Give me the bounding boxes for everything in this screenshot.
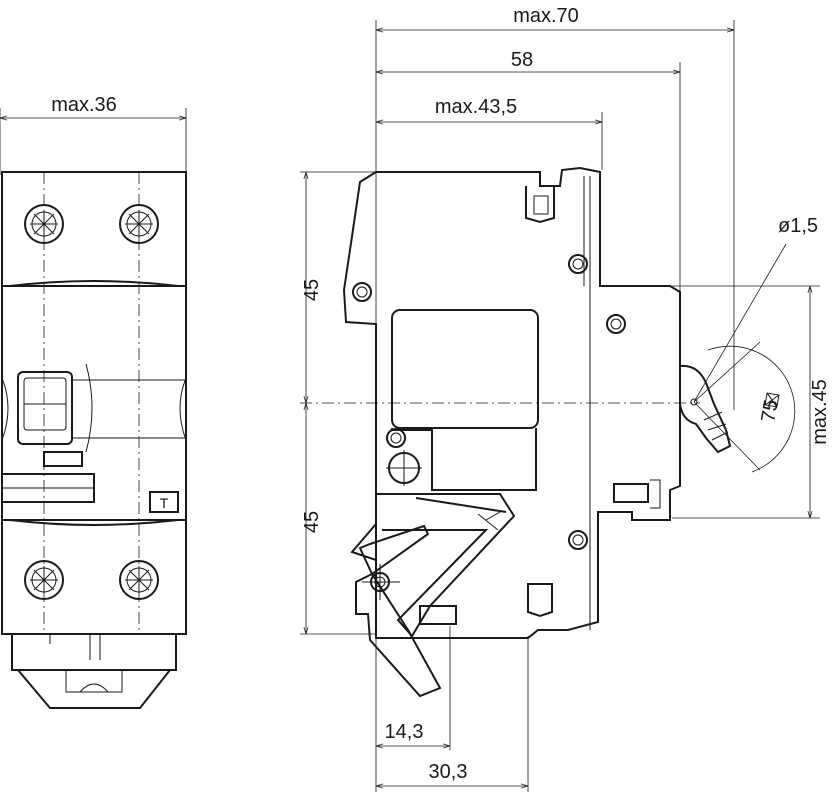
dim-label-offset-14-3: 14,3: [385, 721, 424, 743]
dim-label-depth-max43-5: max.43,5: [435, 96, 517, 118]
side-view: max.70 58 max.43,5 45 45 max.45: [300, 5, 831, 792]
test-button-label: T: [160, 495, 169, 511]
mounting-hole-icon: [386, 428, 406, 448]
mounting-hole-icon: [352, 282, 372, 302]
dim-label-width-front: max.36: [51, 94, 117, 116]
mounting-hole-icon: [606, 314, 626, 334]
front-view: max.36: [0, 94, 187, 709]
terminal-screw-icon: [24, 560, 64, 600]
din-latch: [350, 493, 516, 698]
dim-label-height-upper: 45: [301, 279, 323, 301]
leader-hole: [693, 243, 787, 403]
front-body: [1, 171, 187, 635]
mounting-hole-icon: [386, 450, 422, 486]
mounting-hole-icon: [568, 530, 588, 550]
dim-label-height-right: max.45: [809, 379, 831, 445]
dim-label-offset-30-3: 30,3: [429, 761, 468, 783]
dim-label-hole-diameter: ø1,5: [778, 215, 818, 237]
toggle-handle: [679, 364, 732, 454]
dim-label-depth-58: 58: [511, 49, 533, 71]
slot: [613, 483, 649, 503]
din-clip: [11, 634, 177, 709]
terminal-screw-icon: [24, 204, 64, 244]
dim-label-handle-angle: 75: [757, 398, 783, 424]
dim-label-overall-depth: max.70: [513, 5, 579, 27]
terminal-screw-icon: [119, 560, 159, 600]
terminal-screw-icon: [119, 204, 159, 244]
mounting-hole-icon: [568, 254, 588, 274]
label-window: [391, 309, 539, 429]
dim-label-height-lower: 45: [301, 511, 323, 533]
toggle-lever: [1, 363, 187, 453]
test-button: T: [149, 491, 179, 513]
degree-box-icon: [764, 392, 780, 408]
angle-arc: [707, 345, 796, 473]
side-body-outline: [342, 166, 681, 639]
